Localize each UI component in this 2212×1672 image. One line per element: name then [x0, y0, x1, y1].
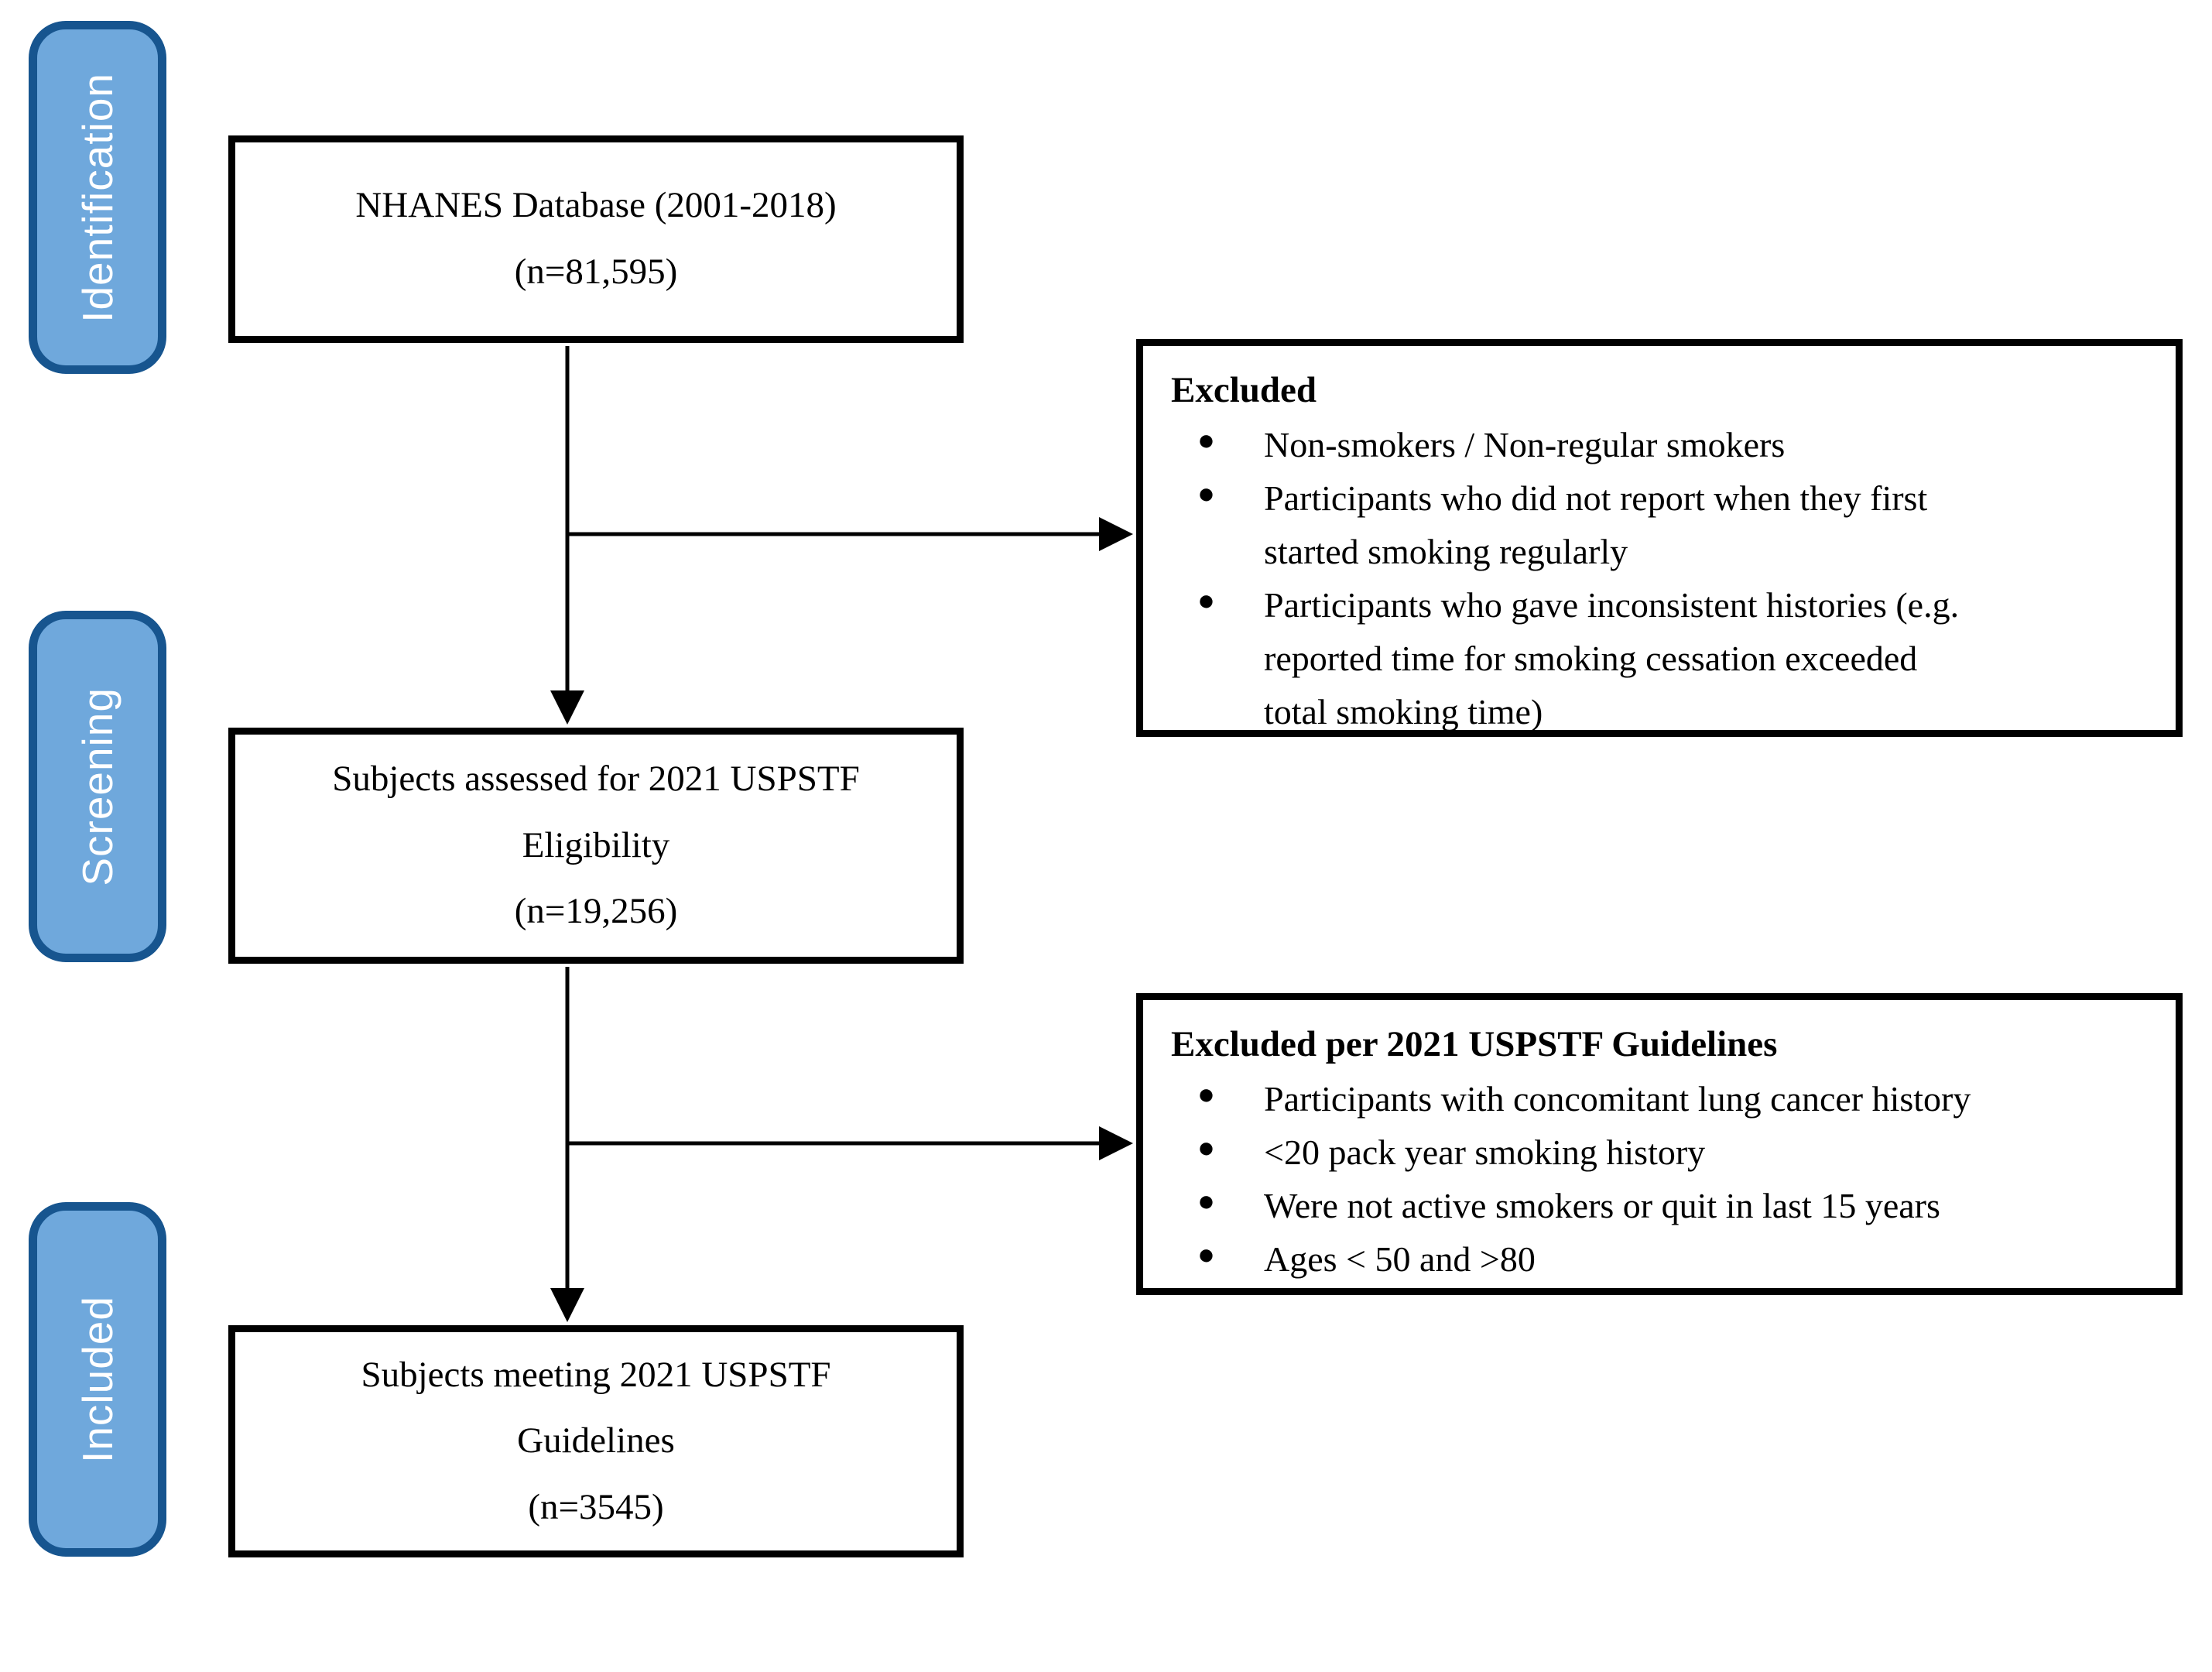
flow-box-assessed-title-line1: Subjects assessed for 2021 USPSTF	[332, 759, 860, 800]
flow-box-nhanes-count: (n=81,595)	[514, 252, 678, 292]
stage-label-screening-text: Screening	[74, 687, 122, 886]
flow-box-subjects-meeting: Subjects meeting 2021 USPSTF Guidelines …	[228, 1325, 964, 1557]
exclusion-box-uspstf: Excluded per 2021 USPSTF Guidelines Part…	[1136, 993, 2183, 1295]
flow-box-meeting-count: (n=3545)	[528, 1486, 664, 1527]
flow-box-meeting-title-line2: Guidelines	[517, 1420, 675, 1461]
flow-box-nhanes-title: NHANES Database (2001-2018)	[355, 185, 837, 226]
flow-box-meeting-title-line1: Subjects meeting 2021 USPSTF	[361, 1354, 831, 1395]
flow-box-nhanes-database: NHANES Database (2001-2018) (n=81,595)	[228, 135, 964, 343]
arrowhead-down-box2	[550, 690, 584, 725]
exclusion-item: Participants who gave inconsistent histo…	[1171, 578, 2131, 738]
stage-label-identification-text: Identification	[74, 72, 122, 323]
flow-box-assessed-title-line2: Eligibility	[522, 824, 670, 865]
exclusion-box-initial-list: Non-smokers / Non-regular smokers Partic…	[1171, 418, 2131, 738]
exclusion-item: Participants who did not report when the…	[1171, 471, 2131, 578]
exclusion-item: Were not active smokers or quit in last …	[1171, 1179, 2131, 1232]
exclusion-item: Participants with concomitant lung cance…	[1171, 1072, 2131, 1126]
exclusion-box-initial: Excluded Non-smokers / Non-regular smoke…	[1136, 339, 2183, 737]
exclusion-item: <20 pack year smoking history	[1171, 1126, 2131, 1179]
stage-label-included-text: Included	[74, 1296, 122, 1463]
exclusion-box-initial-heading: Excluded	[1171, 370, 1317, 410]
flow-box-assessed-count: (n=19,256)	[514, 891, 678, 932]
stage-label-screening: Screening	[29, 611, 166, 962]
exclusion-box-uspstf-heading: Excluded per 2021 USPSTF Guidelines	[1171, 1024, 1778, 1064]
flow-box-subjects-assessed: Subjects assessed for 2021 USPSTF Eligib…	[228, 728, 964, 964]
stage-label-identification: Identification	[29, 21, 166, 374]
arrowhead-right-excluded2	[1099, 1126, 1133, 1160]
arrowhead-right-excluded1	[1099, 517, 1133, 551]
stage-label-included: Included	[29, 1202, 166, 1557]
exclusion-item: Ages < 50 and >80	[1171, 1232, 2131, 1286]
exclusion-item: Non-smokers / Non-regular smokers	[1171, 418, 2131, 471]
arrowhead-down-box3	[550, 1288, 584, 1322]
exclusion-box-uspstf-list: Participants with concomitant lung cance…	[1171, 1072, 2131, 1286]
